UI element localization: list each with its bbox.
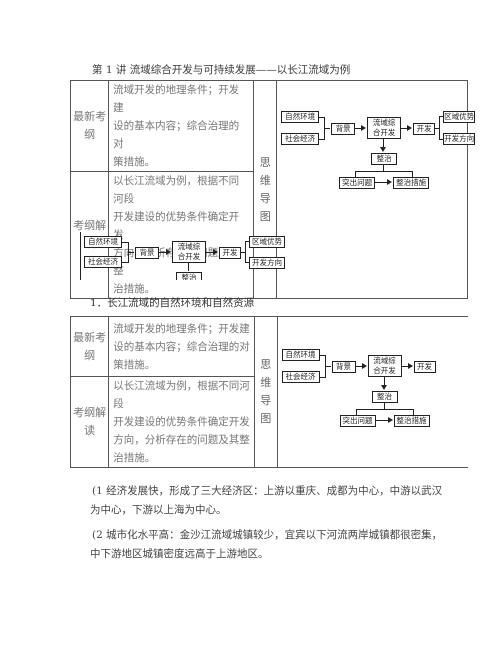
box-background: 背景 xyxy=(331,361,356,373)
box-measures: 整治措施 xyxy=(393,415,430,427)
syllabus-text: 流域开发的地理条件；开发建设的基本内容；综合治理的对策措施。 xyxy=(108,316,255,377)
box-develop: 开发 xyxy=(413,123,436,135)
box-basin-development: 流域综合开发 xyxy=(367,355,402,377)
box-develop: 开发 xyxy=(219,247,241,259)
box-natural-environment: 自然环境 xyxy=(281,111,320,123)
label-latest-syllabus: 最新考纲 xyxy=(69,80,110,172)
box-natural-environment: 自然环境 xyxy=(281,349,320,361)
box-govern: 整治 xyxy=(176,272,202,280)
section-heading: 1．长江流域的自然环境和自然资源 xyxy=(90,297,255,309)
mind-map-diagram-3: 自然环境 社会经济 背景 流域综合开发 开发 整治 xyxy=(281,347,472,443)
box-measures: 整治措施 xyxy=(393,177,430,189)
box-background: 背景 xyxy=(135,247,159,259)
box-regional-advantage: 区域优势 xyxy=(249,236,285,248)
syllabus-text: 流域开发的地理条件；开发建设的基本内容；综合治理的对策措施。 xyxy=(108,80,255,172)
box-key-problems: 突出问题 xyxy=(339,415,376,427)
mindmap-cell: 自然环境 社会经济 背景 流域综合开发 开发 整治 xyxy=(276,316,468,468)
paragraph-economy: (1 经济发展快，形成了三大经济区：上游以重庆、成都为中心，中游以武汉 为中心，… xyxy=(90,485,443,516)
box-basin-development: 流域综合开发 xyxy=(367,117,402,139)
label-syllabus-interpretation: 考纲解读 xyxy=(69,171,110,299)
box-background: 背景 xyxy=(331,123,356,135)
mindmap-cell: 自然环境 社会经济 背景 流域综合开发 开发 区域优势 xyxy=(276,80,476,299)
mindmap-label: 思维导图 xyxy=(253,316,278,468)
mind-map-diagram-2: 自然环境 社会经济 背景 流域综合开发 开发 区域优势 开发方向 整治 xyxy=(80,232,300,280)
page-title: 第 1 讲 流域综合开发与可持续发展——以长江流域为例 xyxy=(92,64,351,76)
info-table-2: 最新考纲 流域开发的地理条件；开发建设的基本内容；综合治理的对策措施。 思维导图… xyxy=(69,316,468,468)
mind-map-diagram-1: 自然环境 社会经济 背景 流域综合开发 开发 区域优势 xyxy=(281,109,476,209)
box-social-economy: 社会经济 xyxy=(281,371,320,383)
label-syllabus-interpretation: 考纲解读 xyxy=(69,376,110,468)
box-govern: 整治 xyxy=(371,391,398,403)
box-regional-advantage: 区域优势 xyxy=(443,111,476,123)
interpretation-text: 以长江流域为例，根据不同河段开发建设的优势条件确定开发方向，分析存在的问题及其整… xyxy=(108,376,255,468)
box-basin-development: 流域综合开发 xyxy=(172,241,206,263)
box-natural-environment: 自然环境 xyxy=(84,236,122,248)
paragraph-urbanization: (2 城市化水平高：金沙江流域城镇较少，宜宾以下河流两岸城镇都很密集， 中下游地… xyxy=(90,529,443,560)
label-latest-syllabus: 最新考纲 xyxy=(69,316,110,377)
box-social-economy: 社会经济 xyxy=(281,133,320,145)
box-development-direction: 开发方向 xyxy=(249,257,285,269)
box-development-direction: 开发方向 xyxy=(443,133,476,145)
box-govern: 整治 xyxy=(371,153,398,165)
box-key-problems: 突出问题 xyxy=(339,177,376,189)
box-develop: 开发 xyxy=(413,361,436,373)
info-table-1: 最新考纲 流域开发的地理条件；开发建设的基本内容；综合治理的对策措施。 思维导图… xyxy=(69,80,476,299)
box-social-economy: 社会经济 xyxy=(84,256,122,268)
